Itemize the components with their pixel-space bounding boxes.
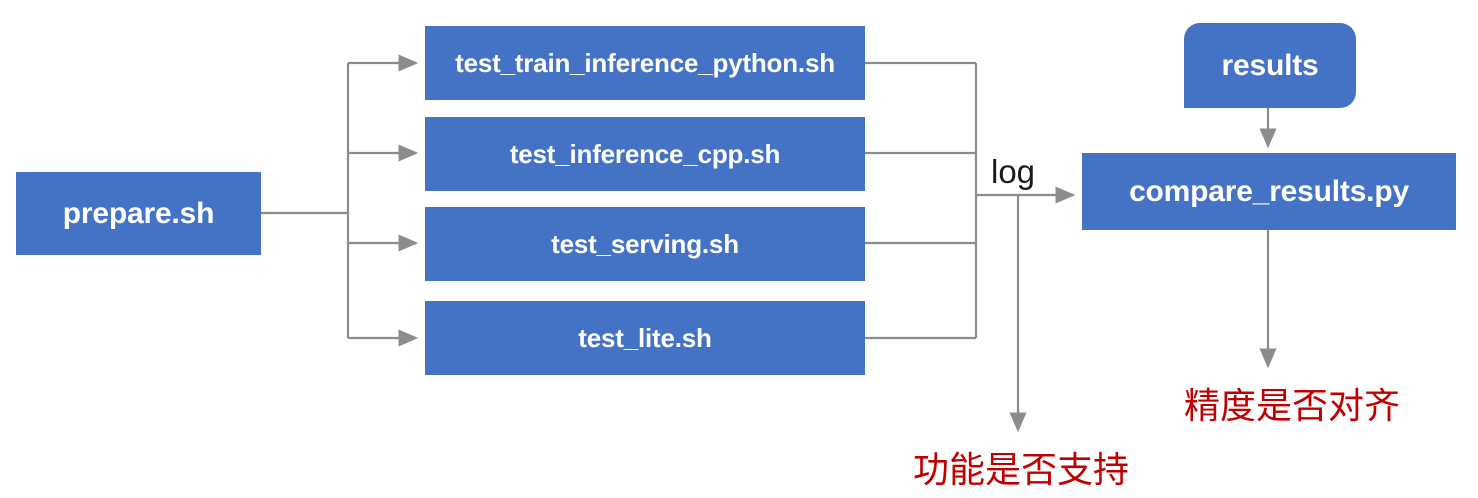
node-test-train-inference-python-sh[interactable]: test_train_inference_python.sh	[425, 26, 865, 100]
node-prepare-sh[interactable]: prepare.sh	[16, 172, 261, 255]
node-test-serving-sh[interactable]: test_serving.sh	[425, 207, 865, 281]
node-test-lite-sh[interactable]: test_lite.sh	[425, 301, 865, 375]
note-function-support: 功能是否支持	[913, 449, 1130, 490]
node-compare-results-py-label: compare_results.py	[1129, 175, 1409, 208]
node-prepare-sh-label: prepare.sh	[62, 197, 215, 230]
node-compare-results-py[interactable]: compare_results.py	[1082, 153, 1456, 230]
node-test-inference-cpp-sh-label: test_inference_cpp.sh	[509, 138, 781, 169]
node-results[interactable]: results	[1184, 23, 1356, 108]
edge-label-log: log	[991, 153, 1036, 190]
node-test-lite-sh-label: test_lite.sh	[578, 322, 712, 353]
node-results-label: results	[1221, 49, 1319, 82]
node-test-inference-cpp-sh[interactable]: test_inference_cpp.sh	[425, 117, 865, 191]
node-test-train-inference-python-sh-label: test_train_inference_python.sh	[455, 47, 835, 78]
note-precision-align: 精度是否对齐	[1184, 385, 1401, 426]
node-test-serving-sh-label: test_serving.sh	[551, 228, 739, 259]
